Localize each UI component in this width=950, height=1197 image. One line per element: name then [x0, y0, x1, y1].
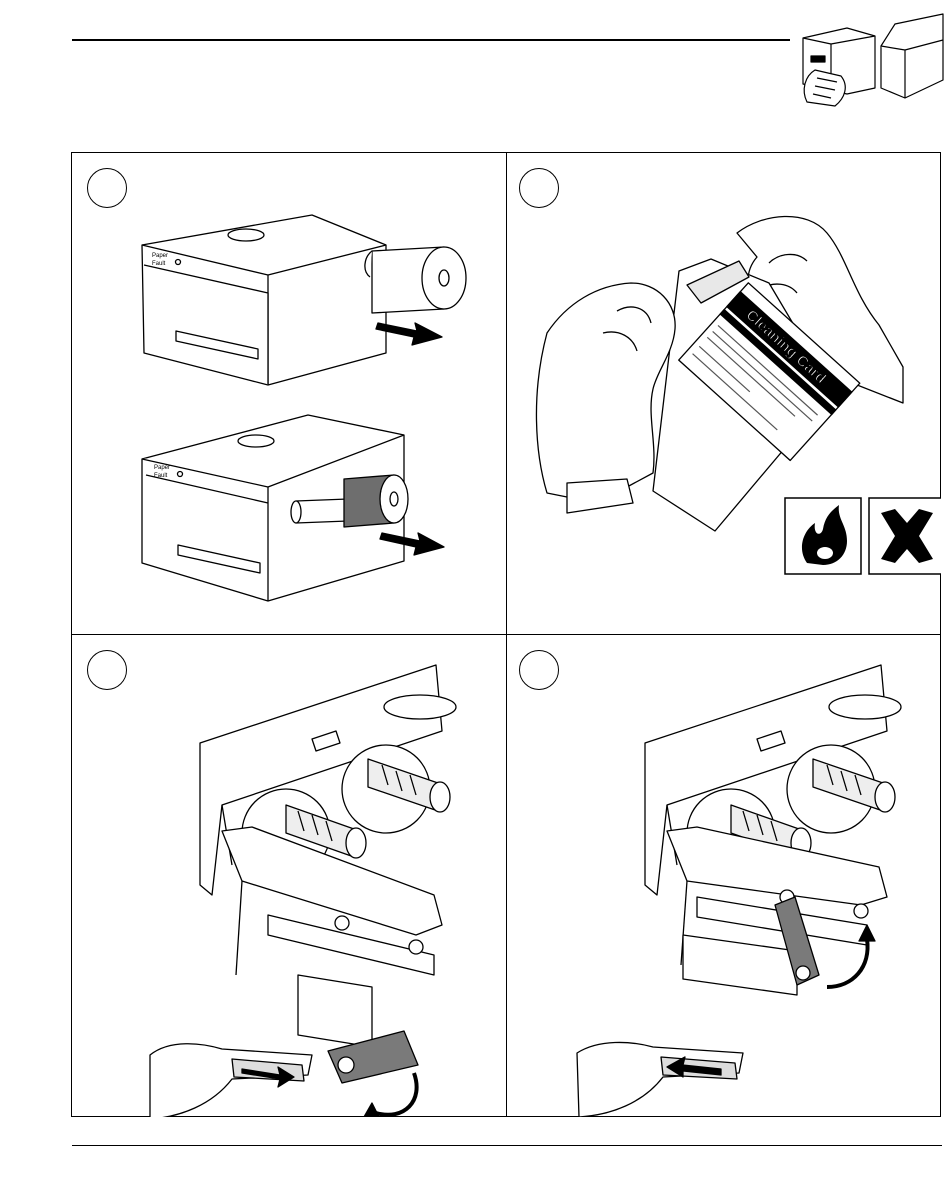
svg-text:Paper: Paper	[152, 253, 168, 259]
panel-1: Paper Fault Paper Fault	[72, 153, 506, 634]
svg-text:Paper: Paper	[154, 465, 170, 471]
flammable-icon	[785, 498, 861, 574]
svg-text:Fault: Fault	[152, 261, 166, 267]
harmful-x-icon	[869, 498, 941, 574]
svg-text:Fault: Fault	[154, 473, 168, 479]
printer-remove-rolls-illustration: Paper Fault Paper Fault	[72, 153, 506, 634]
pull-cleaning-card-illustration	[507, 635, 941, 1117]
insert-cleaning-card-illustration	[72, 635, 506, 1117]
instruction-grid: Paper Fault Paper Fault	[71, 152, 941, 1117]
panel-4	[507, 635, 941, 1117]
open-cleaning-card-package-illustration: Cleaning Card	[507, 153, 941, 634]
panel-2: Cleaning Card	[507, 153, 941, 634]
header-rule	[72, 39, 790, 41]
footer-rule	[72, 1145, 942, 1146]
panel-3	[72, 635, 506, 1117]
printer-with-hands-icon	[795, 10, 945, 114]
